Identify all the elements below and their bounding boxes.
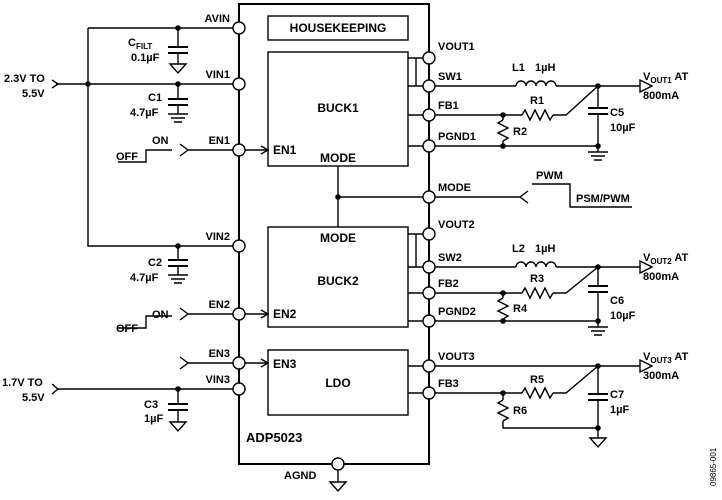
- vout1-label: VOUT1 AT: [643, 71, 688, 85]
- pin-vin3: VIN3: [206, 374, 230, 386]
- ldo-block: [267, 349, 409, 416]
- buck1-en-label: EN1: [273, 143, 297, 157]
- cfilt-label: CFILT: [128, 37, 152, 51]
- r5-label: R5: [530, 374, 544, 386]
- r2-label: R2: [513, 126, 527, 138]
- l2-label: L2: [512, 243, 525, 255]
- r3-resistor: [521, 286, 554, 300]
- pin-fb3: FB3: [438, 378, 459, 390]
- ldo-supply-line1: 1.7V TO: [2, 377, 43, 389]
- pin-en3: EN3: [209, 348, 230, 360]
- buck1-block: [267, 51, 409, 167]
- buck1-mode-label: MODE: [320, 151, 356, 165]
- r3-label: R3: [530, 273, 544, 285]
- buck2-en-label: EN2: [273, 307, 297, 321]
- pin-vin1: VIN1: [206, 69, 230, 81]
- c3-label: C3: [144, 399, 158, 411]
- vout2-label: VOUT2 AT: [643, 252, 688, 266]
- main-supply-line1: 2.3V TO: [4, 73, 45, 85]
- pin-vout1: VOUT1: [438, 41, 475, 53]
- r1-label: R1: [530, 95, 544, 107]
- r6-label: R6: [513, 405, 527, 417]
- l1-value: 1µH: [535, 62, 555, 74]
- l1-label: L1: [512, 62, 525, 74]
- c7-value: 1µF: [610, 404, 629, 416]
- c1-label: C1: [148, 92, 162, 104]
- pin-sw1: SW1: [438, 71, 462, 83]
- en1-switch-waveform: [118, 149, 172, 163]
- pin-agnd-circle: [331, 457, 345, 471]
- c2-value: 4.7µF: [130, 272, 159, 284]
- buck2-mode-label: MODE: [320, 231, 356, 245]
- r6-resistor: [496, 399, 510, 422]
- figure-id: 09865-001: [709, 447, 718, 486]
- en2-on-label: ON: [152, 309, 169, 321]
- c6-value: 10µF: [610, 310, 636, 322]
- pin-vout2: VOUT2: [438, 219, 475, 231]
- buck1-label: BUCK1: [317, 101, 359, 115]
- mode-select-waveform: [532, 183, 632, 208]
- main-supply-line2: 5.5V: [22, 88, 45, 100]
- c5-label: C5: [610, 107, 624, 119]
- en2-switch-waveform: [118, 315, 172, 329]
- pin-fb1: FB1: [438, 100, 459, 112]
- c3-value: 1µF: [144, 413, 163, 425]
- pin-pgnd1: PGND1: [438, 131, 476, 143]
- r4-resistor: [496, 297, 510, 320]
- c1-value: 4.7µF: [130, 107, 159, 119]
- buck2-label: BUCK2: [317, 274, 359, 288]
- en2-off-label: OFF: [116, 323, 138, 335]
- pin-agnd: AGND: [284, 470, 316, 482]
- pin-sw2: SW2: [438, 252, 462, 264]
- vout1-current: 800mA: [643, 90, 679, 102]
- ldo-en-label: EN3: [273, 357, 297, 371]
- c6-label: C6: [610, 295, 624, 307]
- l2-inductor: [515, 261, 557, 268]
- pin-vin2: VIN2: [206, 231, 230, 243]
- right-pins: [422, 51, 436, 400]
- mode-pwm-label: PWM: [536, 170, 563, 182]
- vout3-label: VOUT3 AT: [643, 351, 688, 365]
- en1-off-label: OFF: [116, 151, 138, 163]
- r2-resistor: [496, 119, 510, 142]
- ldo-supply-line2: 5.5V: [22, 392, 45, 404]
- l2-value: 1µH: [535, 243, 555, 255]
- pin-avin: AVIN: [205, 13, 231, 25]
- c5-value: 10µF: [610, 122, 636, 134]
- pin-en2: EN2: [209, 299, 230, 311]
- en1-on-label: ON: [152, 135, 169, 147]
- c7-label: C7: [610, 389, 624, 401]
- ldo-label: LDO: [325, 376, 350, 390]
- c2-label: C2: [148, 257, 162, 269]
- pin-vout3: VOUT3: [438, 351, 475, 363]
- pin-pgnd2: PGND2: [438, 306, 476, 318]
- cfilt-value: 0.1µF: [131, 52, 160, 64]
- r4-label: R4: [513, 303, 528, 315]
- pin-en1: EN1: [209, 135, 230, 147]
- vout3-current: 300mA: [643, 370, 679, 382]
- housekeeping-block: [267, 15, 409, 41]
- r5-resistor: [521, 386, 554, 400]
- mode-psm-pwm-label: PSM/PWM: [576, 193, 630, 205]
- chip-name: ADP5023: [246, 430, 302, 445]
- r1-resistor: [521, 108, 554, 122]
- pin-fb2: FB2: [438, 278, 459, 290]
- l1-inductor: [515, 80, 557, 87]
- vout2-current: 800mA: [643, 271, 679, 283]
- housekeeping-label: HOUSEKEEPING: [290, 21, 387, 35]
- pin-mode: MODE: [438, 182, 471, 194]
